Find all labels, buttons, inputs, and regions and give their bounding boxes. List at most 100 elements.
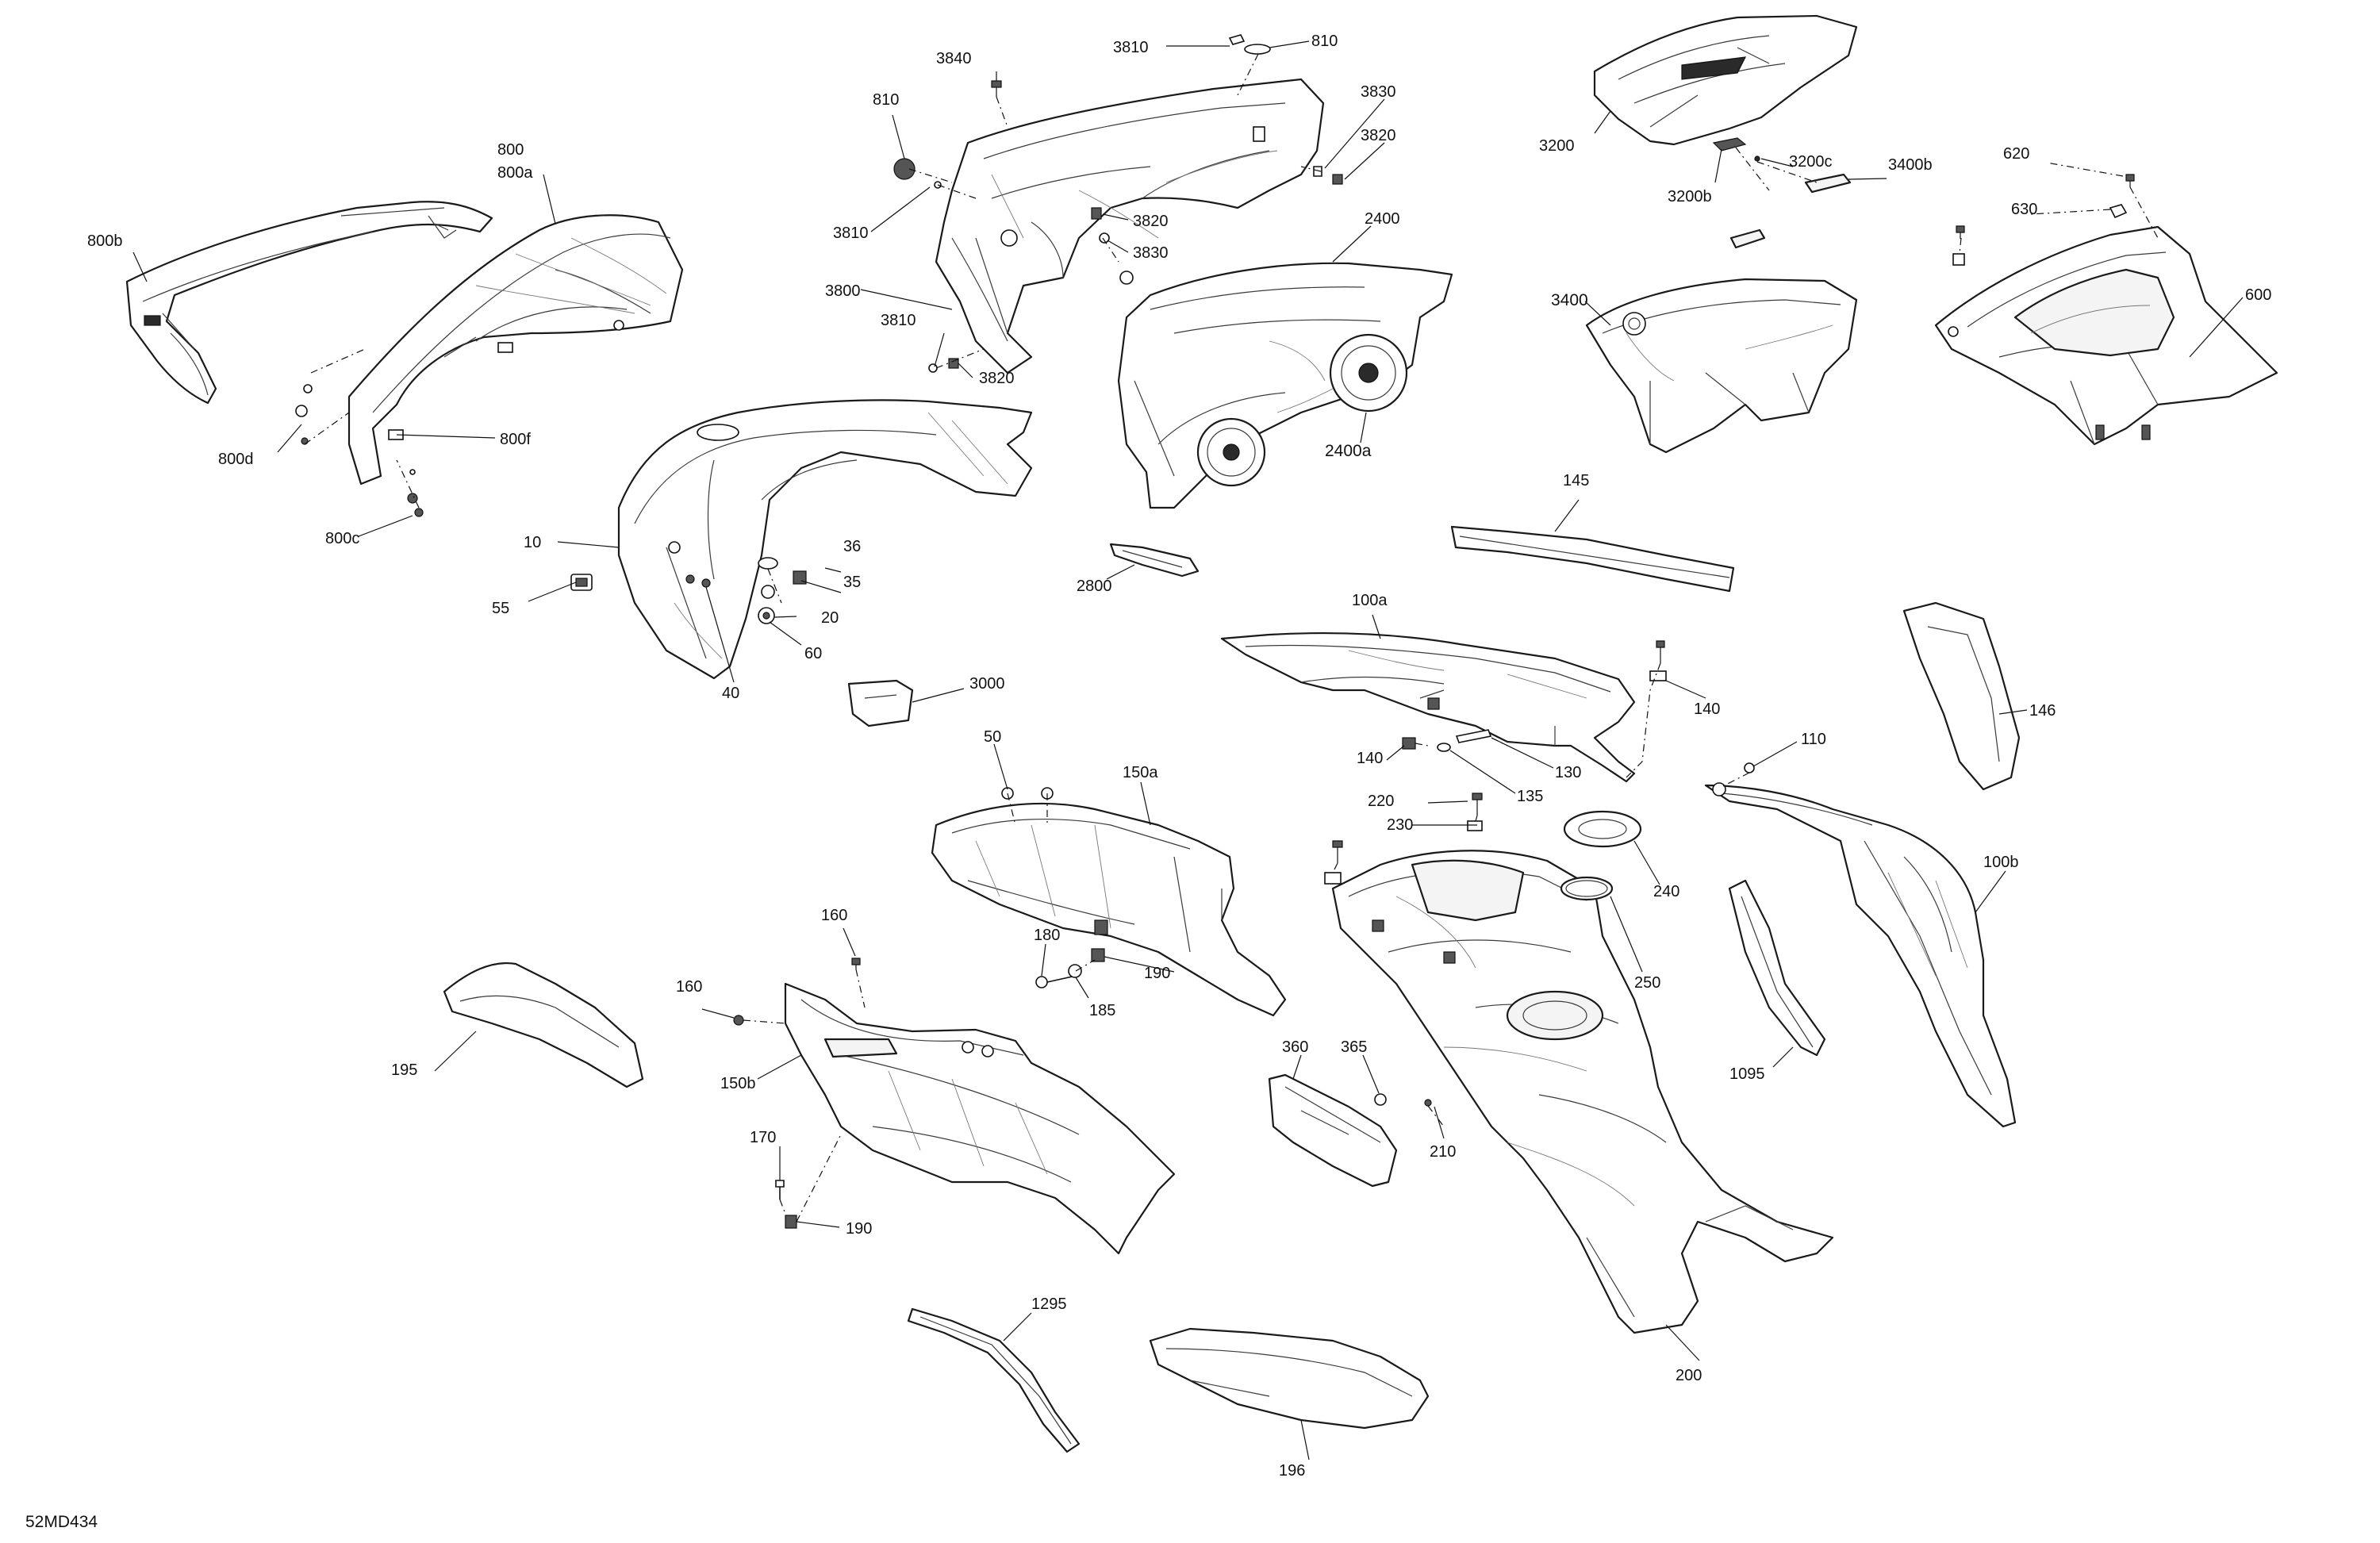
label-100a: 100a [1352,592,1388,609]
label-160-left: 160 [676,978,702,996]
part-3400-storage-bin [1585,278,1858,454]
hardware-160-170-190 [733,958,861,1229]
drawing-reference-code: 52MD434 [25,1513,98,1531]
label-365: 365 [1341,1038,1367,1056]
part-3800-upper-cowl [935,78,1325,374]
part-800b-trim [125,201,493,405]
label-150a: 150a [1123,764,1158,781]
part-800-windshield-panel [347,214,684,486]
part-100b-side-panel [1704,782,2017,1128]
label-3000: 3000 [969,675,1005,693]
label-230: 230 [1387,816,1413,834]
label-3400: 3400 [1551,291,1588,309]
label-110: 110 [1801,731,1826,748]
callout-labels: 800 800a 800b 800d 800f 800c 3840 3810 8… [87,33,2271,1480]
label-180: 180 [1034,927,1060,944]
label-800f: 800f [500,431,531,448]
label-360: 360 [1282,1038,1308,1056]
label-800a: 800a [497,164,533,182]
label-800b: 800b [87,232,123,250]
part-150a-side-cover [931,787,1287,1017]
label-800d: 800d [218,451,254,468]
label-2400: 2400 [1365,210,1400,228]
label-1095: 1095 [1729,1065,1765,1083]
label-40: 40 [722,685,739,702]
label-3830-mid: 3830 [1133,244,1169,262]
label-810-left: 810 [873,91,899,109]
label-130: 130 [1555,764,1581,781]
label-3400b: 3400b [1888,156,1933,174]
label-35: 35 [843,574,861,591]
part-1095-strip [1728,879,1826,1057]
hardware-220-230 [1324,793,1483,885]
label-3200b: 3200b [1668,188,1712,205]
label-2800: 2800 [1077,578,1112,595]
part-150b-side-cover [784,982,1176,1255]
label-600: 600 [2245,286,2271,304]
hardware-180-185-190 [1035,948,1105,988]
label-800c: 800c [325,530,359,547]
label-2400a: 2400a [1325,442,1372,460]
part-10-front-fairing [617,399,1033,680]
hardware-110 [1744,762,1755,773]
part-3200-storage-lid [1593,14,1858,249]
label-135: 135 [1517,788,1543,805]
label-185: 185 [1089,1002,1115,1019]
label-140-right: 140 [1694,700,1720,718]
part-1295-strip [907,1307,1081,1453]
label-140-left: 140 [1357,750,1383,767]
label-3830-top: 3830 [1361,83,1396,101]
part-240-filler-ring [1563,810,1642,848]
label-146: 146 [2029,702,2056,720]
label-150b: 150b [720,1075,756,1092]
part-146-side-bar [1902,601,2021,791]
label-20: 20 [821,609,839,627]
label-220: 220 [1368,793,1394,810]
hardware-3800-fasteners [893,34,1343,373]
leader-lines [132,40,2244,1460]
label-196: 196 [1279,1462,1305,1480]
label-190-mid: 190 [1144,965,1170,982]
label-100b: 100b [1983,854,2019,871]
label-170: 170 [750,1129,776,1146]
label-210: 210 [1430,1143,1456,1161]
label-160-top: 160 [821,907,847,924]
label-1295: 1295 [1031,1295,1067,1313]
assembly-axes [304,53,2159,1223]
label-810-top: 810 [1311,33,1338,50]
label-50: 50 [984,728,1001,746]
hardware-800d-800c [295,384,424,517]
part-250-seal [1560,876,1614,901]
label-3810-mid: 3810 [833,225,869,242]
label-190-low: 190 [846,1220,872,1238]
label-240: 240 [1653,883,1679,900]
label-145: 145 [1563,472,1589,489]
label-250: 250 [1634,974,1660,992]
part-100a-side-panel [1220,631,1636,783]
label-3820-mid: 3820 [1133,213,1169,230]
part-2400-headlight-assembly [1117,262,1453,509]
label-200: 200 [1676,1367,1702,1384]
part-196-trim [1149,1327,1430,1430]
label-630: 630 [2011,201,2037,218]
label-36: 36 [843,538,861,555]
part-600-gauge-housing [1934,225,2278,446]
label-3810-top: 3810 [1113,39,1149,56]
label-3820-low: 3820 [979,370,1015,387]
label-3820-top: 3820 [1361,127,1396,144]
part-360-cover-plate [1268,1073,1432,1188]
label-60: 60 [804,645,822,662]
label-3200: 3200 [1539,137,1575,155]
part-145-strip [1450,525,1735,593]
label-3200c: 3200c [1789,153,1833,171]
hardware-620-630 [1952,174,2135,266]
label-620: 620 [2003,145,2029,163]
part-200-main-body [1331,850,1834,1334]
part-3000-badge [847,679,914,727]
label-3840: 3840 [936,50,972,67]
label-195: 195 [391,1061,417,1079]
label-55: 55 [492,600,509,617]
part-2800-vent [1109,543,1200,578]
label-800: 800 [497,141,524,159]
